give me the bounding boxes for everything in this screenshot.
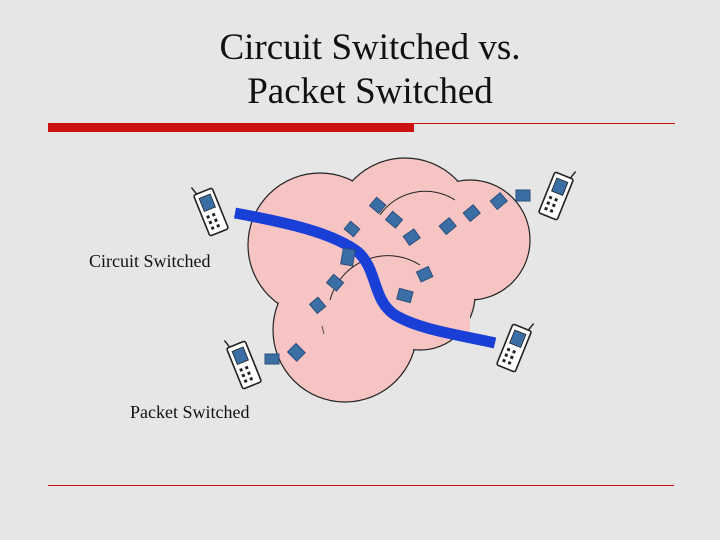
- packet-icon: [384, 210, 404, 229]
- packet-icon: [438, 216, 457, 236]
- packet-icon: [415, 265, 434, 283]
- packet-icon: [308, 296, 327, 315]
- packet-icon: [515, 189, 531, 202]
- mobile-phone-icon: [223, 340, 262, 390]
- network-cloud-icon: [247, 157, 531, 403]
- mobile-phone-icon: [190, 187, 229, 237]
- packet-switched-label: Packet Switched: [130, 402, 250, 422]
- mobile-phone-icon: [496, 323, 535, 373]
- packet-icon: [343, 220, 361, 238]
- packet-icon: [402, 228, 421, 247]
- small-tick-mark: [321, 325, 325, 335]
- packet-icon: [462, 203, 481, 223]
- packet-icon: [368, 196, 387, 215]
- title-rule-thin: [414, 123, 675, 124]
- packet-icon: [325, 273, 345, 292]
- packet-icon: [489, 191, 508, 211]
- mobile-phone-icon: [538, 171, 577, 221]
- slide-title: Circuit Switched vs. Packet Switched: [120, 26, 620, 114]
- circuit-path: [234, 207, 497, 349]
- packet-icon: [286, 342, 306, 362]
- circuit-switched-label: Circuit Switched: [89, 251, 211, 271]
- packet-icon: [340, 247, 356, 267]
- title-line-1: Circuit Switched vs.: [219, 27, 521, 68]
- packet-group: [264, 189, 531, 365]
- title-line-2: Packet Switched: [247, 71, 493, 112]
- packet-icon: [396, 287, 414, 304]
- title-rule-thick: [48, 123, 414, 132]
- packet-icon: [264, 353, 280, 365]
- footer-rule: [48, 485, 674, 486]
